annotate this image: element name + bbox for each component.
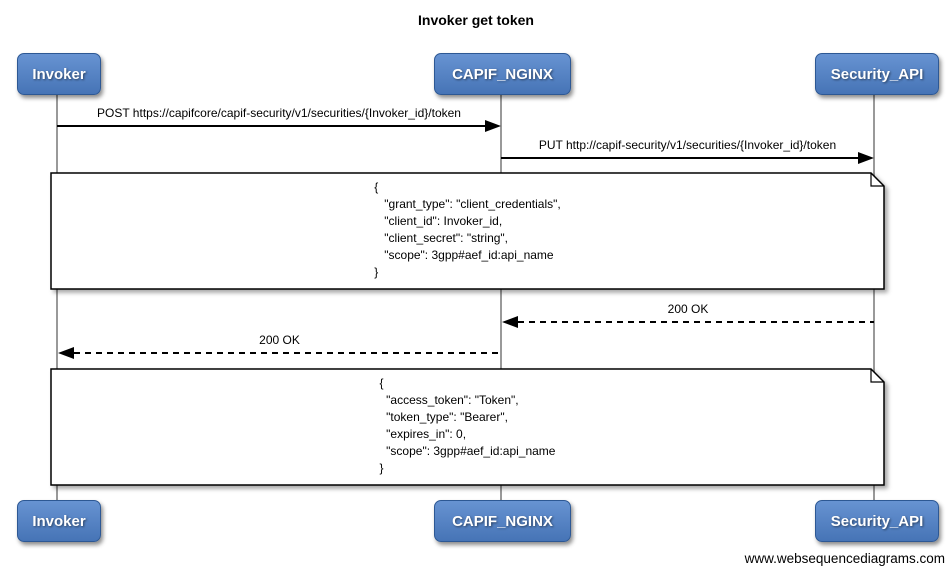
note-line: "scope": 3gpp#aef_id:api_name: [379, 444, 556, 458]
lifeline-invoker: [56, 93, 58, 502]
message-line: [74, 352, 501, 354]
note-line: "client_id": Invoker_id,: [374, 214, 503, 228]
lifeline-capif-nginx: [500, 93, 502, 502]
message-label: PUT http://capif-security/v1/securities/…: [538, 138, 837, 152]
note-line: "access_token": "Token",: [379, 393, 519, 407]
actor-security-api-top: Security_API: [815, 53, 939, 95]
actor-label: Invoker: [32, 65, 86, 83]
note-line: {: [374, 180, 379, 194]
message-line: [501, 157, 860, 159]
message-label: 200 OK: [259, 333, 300, 347]
arrowhead-left-icon: [58, 347, 74, 359]
footer-credit: www.websequencediagrams.com: [744, 551, 945, 566]
actor-label: CAPIF_NGINX: [452, 65, 553, 83]
message-200-ok-capif-to-invoker: 200 OK: [58, 333, 501, 359]
actor-invoker-bottom: Invoker: [17, 500, 101, 542]
note-token-request-body: { "grant_type": "client_credentials", "c…: [50, 172, 885, 290]
actor-capif-nginx-bottom: CAPIF_NGINX: [434, 500, 571, 542]
message-put-token: PUT http://capif-security/v1/securities/…: [501, 138, 874, 164]
actor-invoker-top: Invoker: [17, 53, 101, 95]
actor-label: Invoker: [32, 512, 86, 530]
note-line: "token_type": "Bearer",: [379, 410, 508, 424]
note-line: "expires_in": 0,: [379, 427, 467, 441]
message-label: POST https://capifcore/capif-security/v1…: [97, 106, 461, 120]
note-shape-icon: [50, 368, 885, 486]
note-line: }: [379, 461, 384, 475]
note-shape-icon: [50, 172, 885, 290]
message-line: [57, 125, 487, 127]
actor-label: CAPIF_NGINX: [452, 512, 553, 530]
note-line: "grant_type": "client_credentials",: [374, 197, 561, 211]
lifeline-security-api: [873, 93, 875, 502]
actor-capif-nginx-top: CAPIF_NGINX: [434, 53, 571, 95]
note-json-block: { "grant_type": "client_credentials", "c…: [374, 179, 560, 281]
note-line: {: [379, 376, 384, 390]
arrowhead-right-icon: [858, 152, 874, 164]
actor-label: Security_API: [830, 512, 924, 530]
message-200-ok-security-to-capif: 200 OK: [502, 302, 874, 328]
note-line: "scope": 3gpp#aef_id:api_name: [374, 248, 554, 262]
note-line: "client_secret": "string",: [374, 231, 509, 245]
arrowhead-left-icon: [502, 316, 518, 328]
note-token-response-body: { "access_token": "Token", "token_type":…: [50, 368, 885, 486]
diagram-title: Invoker get token: [418, 12, 534, 28]
arrowhead-right-icon: [485, 120, 501, 132]
message-post-token: POST https://capifcore/capif-security/v1…: [57, 106, 501, 132]
message-label: 200 OK: [667, 302, 709, 316]
message-line: [518, 321, 874, 323]
actor-label: Security_API: [830, 65, 924, 83]
note-json-block: { "access_token": "Token", "token_type":…: [380, 375, 556, 477]
note-line: }: [374, 265, 379, 279]
folded-corner-icon: [870, 173, 884, 187]
folded-corner-icon: [870, 369, 884, 383]
actor-security-api-bottom: Security_API: [815, 500, 939, 542]
